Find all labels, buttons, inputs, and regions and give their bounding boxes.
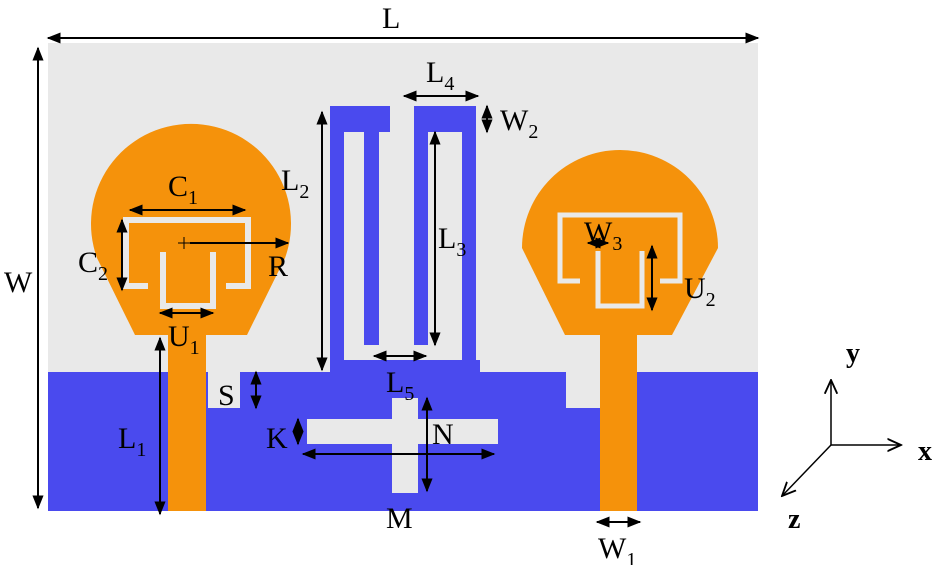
label-w1: W1: [598, 532, 636, 565]
axis-label-y: y: [846, 338, 860, 369]
label-w2: W2: [500, 104, 538, 143]
label-r: R: [268, 250, 288, 283]
radius-center-mark: [178, 237, 190, 249]
left-feed-line: [168, 330, 206, 511]
cross-slot: [307, 398, 498, 493]
label-l1: L1: [118, 422, 146, 461]
left-patch-slots: [123, 217, 251, 309]
right-patch-slots: [557, 212, 683, 309]
label-n: N: [432, 418, 454, 451]
meander-gap-left: [344, 132, 364, 360]
meander-gap-bottom: [344, 345, 462, 360]
label-u2: U2: [684, 272, 716, 311]
right-feed-line: [600, 330, 637, 511]
label-l5: L5: [386, 366, 414, 405]
meander-inner-right: [414, 132, 428, 345]
label-w: W: [4, 266, 33, 299]
label-m: M: [386, 502, 413, 535]
meander-inner: [364, 132, 379, 345]
label-w3: W3: [584, 216, 622, 255]
label-l3: L3: [438, 222, 466, 261]
axis-label-z: z: [788, 504, 800, 535]
right-patch: [522, 150, 718, 335]
dimension-lines: [32, 32, 760, 528]
ground-notch-right: [566, 372, 600, 408]
label-c2: C2: [78, 246, 108, 285]
label-l2: L2: [281, 164, 309, 203]
label-k: K: [266, 422, 288, 455]
label-l4: L4: [426, 56, 454, 95]
left-patch: [90, 123, 291, 335]
label-l: L: [382, 2, 400, 35]
axes-triad: [782, 380, 901, 496]
label-u1: U1: [168, 320, 200, 359]
label-s: S: [218, 379, 235, 412]
axis-label-x: x: [918, 436, 932, 467]
ground-notch-left: [208, 372, 240, 408]
label-c1: C1: [168, 170, 198, 209]
